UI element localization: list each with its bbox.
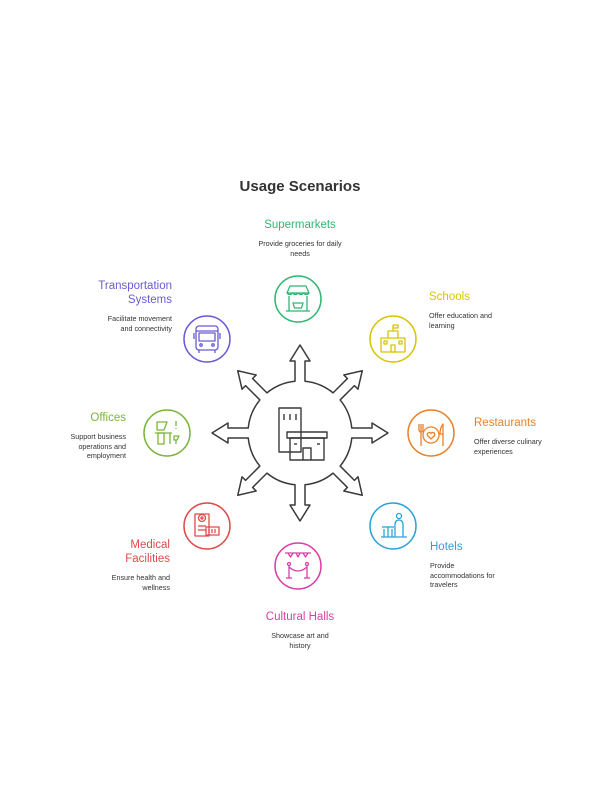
label-cultural-halls: Cultural Halls Showcase art and history	[240, 610, 360, 650]
label-restaurants: Restaurants Offer diverse culinary exper…	[474, 416, 584, 456]
restaurants-description: Offer diverse culinary experiences	[474, 437, 542, 456]
label-transportation: Transportation Systems Facilitate moveme…	[70, 279, 172, 333]
transportation-description: Facilitate movement and connectivity	[107, 314, 172, 333]
schools-description: Offer education and learning	[429, 311, 493, 330]
building-icon	[278, 407, 328, 461]
medical-clipboard-icon	[194, 513, 220, 537]
label-hotels: Hotels Provide accommodations for travel…	[430, 540, 540, 590]
medical-description: Ensure health and wellness	[111, 573, 170, 592]
cultural-halls-description: Showcase art and history	[271, 631, 329, 650]
hotels-title: Hotels	[430, 541, 463, 553]
hotels-description: Provide accommodations for travelers	[430, 561, 495, 589]
hub-outline	[211, 344, 389, 522]
node-transportation	[183, 315, 231, 363]
supermarkets-title: Supermarkets	[264, 219, 336, 231]
market-stall-icon	[286, 285, 310, 312]
school-building-icon	[380, 324, 406, 353]
plate-cutlery-icon	[418, 423, 444, 446]
hub-arrows	[211, 344, 389, 522]
transportation-title: Transportation Systems	[98, 280, 172, 306]
node-cultural-halls	[274, 542, 322, 590]
restaurants-title: Restaurants	[474, 417, 537, 429]
hotel-reception-icon	[381, 512, 407, 538]
exhibit-rope-icon	[285, 552, 311, 579]
supermarkets-description: Provide groceries for daily needs	[258, 239, 342, 258]
node-hotels	[369, 502, 417, 550]
label-offices: Offices Support business operations and …	[54, 411, 126, 461]
schools-title: Schools	[429, 291, 470, 303]
label-supermarkets: Supermarkets Provide groceries for daily…	[240, 218, 360, 258]
office-desk-icon	[155, 421, 180, 445]
node-supermarkets	[274, 275, 322, 323]
node-medical	[183, 502, 231, 550]
label-schools: Schools Offer education and learning	[429, 290, 549, 330]
bus-icon	[193, 325, 221, 353]
node-restaurants	[407, 409, 455, 457]
label-medical: Medical Facilities Ensure health and wel…	[70, 538, 170, 592]
node-offices	[143, 409, 191, 457]
offices-title: Offices	[90, 412, 126, 424]
offices-description: Support business operations and employme…	[70, 432, 126, 460]
node-schools	[369, 315, 417, 363]
medical-title: Medical Facilities	[125, 539, 170, 565]
cultural-halls-title: Cultural Halls	[265, 611, 335, 623]
page-title: Usage Scenarios	[239, 178, 361, 195]
